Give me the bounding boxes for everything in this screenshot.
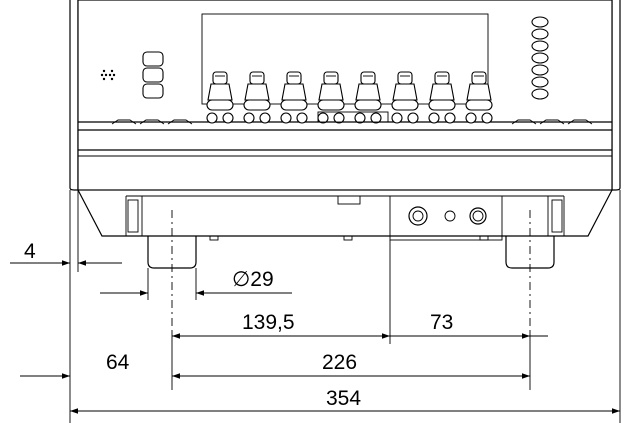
main-housing: [77, 0, 613, 191]
led-buttons: [531, 16, 549, 100]
fader-knob: [465, 71, 493, 124]
extension-lines: [69, 190, 621, 423]
side-buttons: [142, 51, 164, 99]
side-button: [142, 67, 164, 83]
display-window: [201, 13, 489, 105]
fader-knob: [206, 71, 234, 124]
right-side-cheek: [611, 0, 621, 191]
fader-knob: [354, 71, 382, 124]
led-button: [531, 52, 549, 64]
fader-knob: [243, 71, 271, 124]
small-jack: [444, 210, 456, 222]
volume-knob: [469, 207, 487, 225]
center-lines: [171, 210, 531, 330]
led-button: [531, 88, 549, 100]
led-button: [531, 76, 549, 88]
led-button: [531, 40, 549, 52]
fader-knob: [317, 71, 345, 124]
dimension-lines: [10, 260, 620, 414]
connector-panel: [389, 195, 503, 241]
dim-side-gap: 4: [24, 240, 36, 263]
dim-total-width: 354: [326, 387, 361, 410]
speaker-grille: [100, 69, 116, 81]
dim-foot-diameter: ∅29: [232, 268, 274, 291]
device-body: [69, 0, 621, 269]
led-button: [531, 64, 549, 76]
dim-jack-to-foot: 73: [430, 311, 453, 334]
led-button: [531, 16, 549, 28]
fader-knobs: [206, 71, 493, 124]
side-button: [142, 51, 164, 67]
headphone-jack: [408, 206, 428, 226]
fader-knob: [280, 71, 308, 124]
dim-foot-to-jack: 139,5: [242, 311, 295, 334]
left-side-cheek: [69, 0, 79, 191]
mounting-screws: [127, 199, 563, 241]
fader-knob: [428, 71, 456, 124]
fader-knob: [391, 71, 419, 124]
dim-foot-spacing: 226: [322, 351, 357, 374]
lower-housing: [77, 189, 613, 237]
led-button: [531, 28, 549, 40]
side-button: [142, 83, 164, 99]
dim-left-offset: 64: [106, 351, 130, 374]
